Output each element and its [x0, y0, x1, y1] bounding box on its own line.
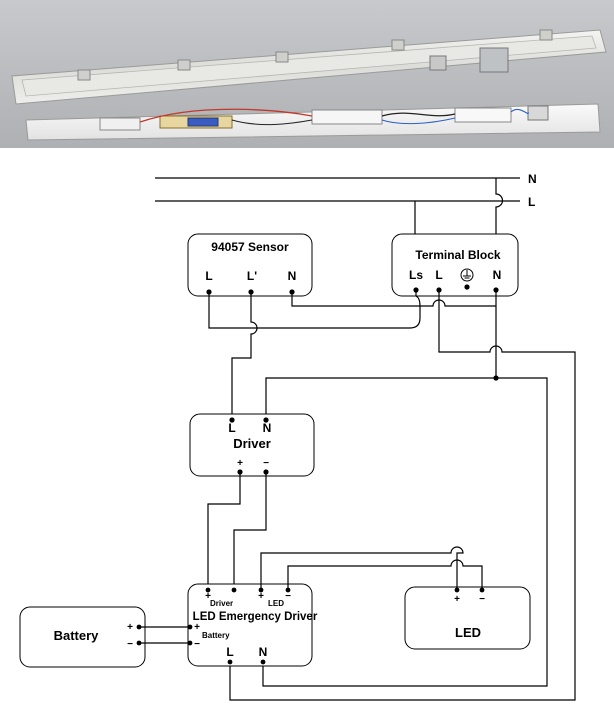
driver-box	[189, 413, 315, 477]
sensor-lprime-to-driver-l-wire	[231, 292, 258, 420]
battery-plus: +	[127, 622, 133, 633]
terminal-block-title: Terminal Block	[415, 248, 500, 262]
battery-box	[19, 606, 146, 668]
emergency-led-plus: +	[258, 591, 264, 602]
terminal-block-box	[391, 233, 519, 297]
live-label: L	[528, 195, 535, 209]
led-title: LED	[455, 625, 481, 640]
emergency-driver-plus: +	[205, 591, 211, 602]
driver-terminal-l: L	[228, 421, 235, 435]
emergency-batt-plus: +	[194, 622, 200, 633]
terminal-n: N	[493, 268, 502, 282]
sensor-terminal-n: N	[288, 269, 297, 283]
driver-minus: −	[263, 458, 269, 469]
emergency-driver-box	[187, 583, 313, 667]
emergency-batt-minus: −	[194, 639, 200, 650]
driver-terminal-n: N	[263, 421, 272, 435]
led-plus: +	[454, 594, 460, 605]
sensor-title: 94057 Sensor	[211, 240, 289, 254]
sensor-box	[187, 233, 313, 297]
sensor-n-to-neutral-wire	[291, 292, 496, 307]
led-minus-wire	[287, 559, 483, 590]
emergency-driver-label: Driver	[210, 599, 233, 608]
wiring-diagram: N L 94057 Sensor L L' N Terminal Block L…	[19, 172, 576, 701]
terminal-l-permanent-live-wire	[229, 290, 576, 701]
driver-title: Driver	[233, 436, 271, 451]
emergency-driver-title: LED Emergency Driver	[193, 611, 318, 623]
neutral-to-emergency-n-wire	[262, 377, 548, 687]
neutral-to-n-wire	[495, 178, 504, 240]
driver-minus-wire	[233, 472, 267, 590]
earth-ground-icon	[460, 268, 474, 282]
battery-title: Battery	[54, 628, 100, 643]
sensor-l-to-ls-wire	[208, 290, 421, 329]
sensor-terminal-l-prime: L'	[247, 269, 257, 283]
terminal-l: L	[435, 268, 442, 282]
driver-plus-wire	[207, 472, 241, 590]
emergency-terminal-n: N	[259, 645, 268, 659]
emergency-led-label: LED	[268, 599, 284, 608]
battery-minus: −	[127, 639, 133, 650]
led-plus-wire	[260, 546, 464, 590]
neutral-label: N	[528, 172, 537, 186]
terminal-ls: Ls	[409, 268, 423, 282]
neutral-to-driver-n-wire	[265, 377, 496, 420]
led-minus: −	[479, 594, 485, 605]
luminaire-photo	[0, 0, 614, 148]
driver-plus: +	[237, 458, 243, 469]
emergency-led-minus: −	[285, 591, 291, 602]
led-box	[404, 586, 531, 650]
emergency-batt-label: Battery	[202, 631, 230, 640]
emergency-terminal-l: L	[226, 645, 233, 659]
sensor-terminal-l: L	[205, 269, 212, 283]
